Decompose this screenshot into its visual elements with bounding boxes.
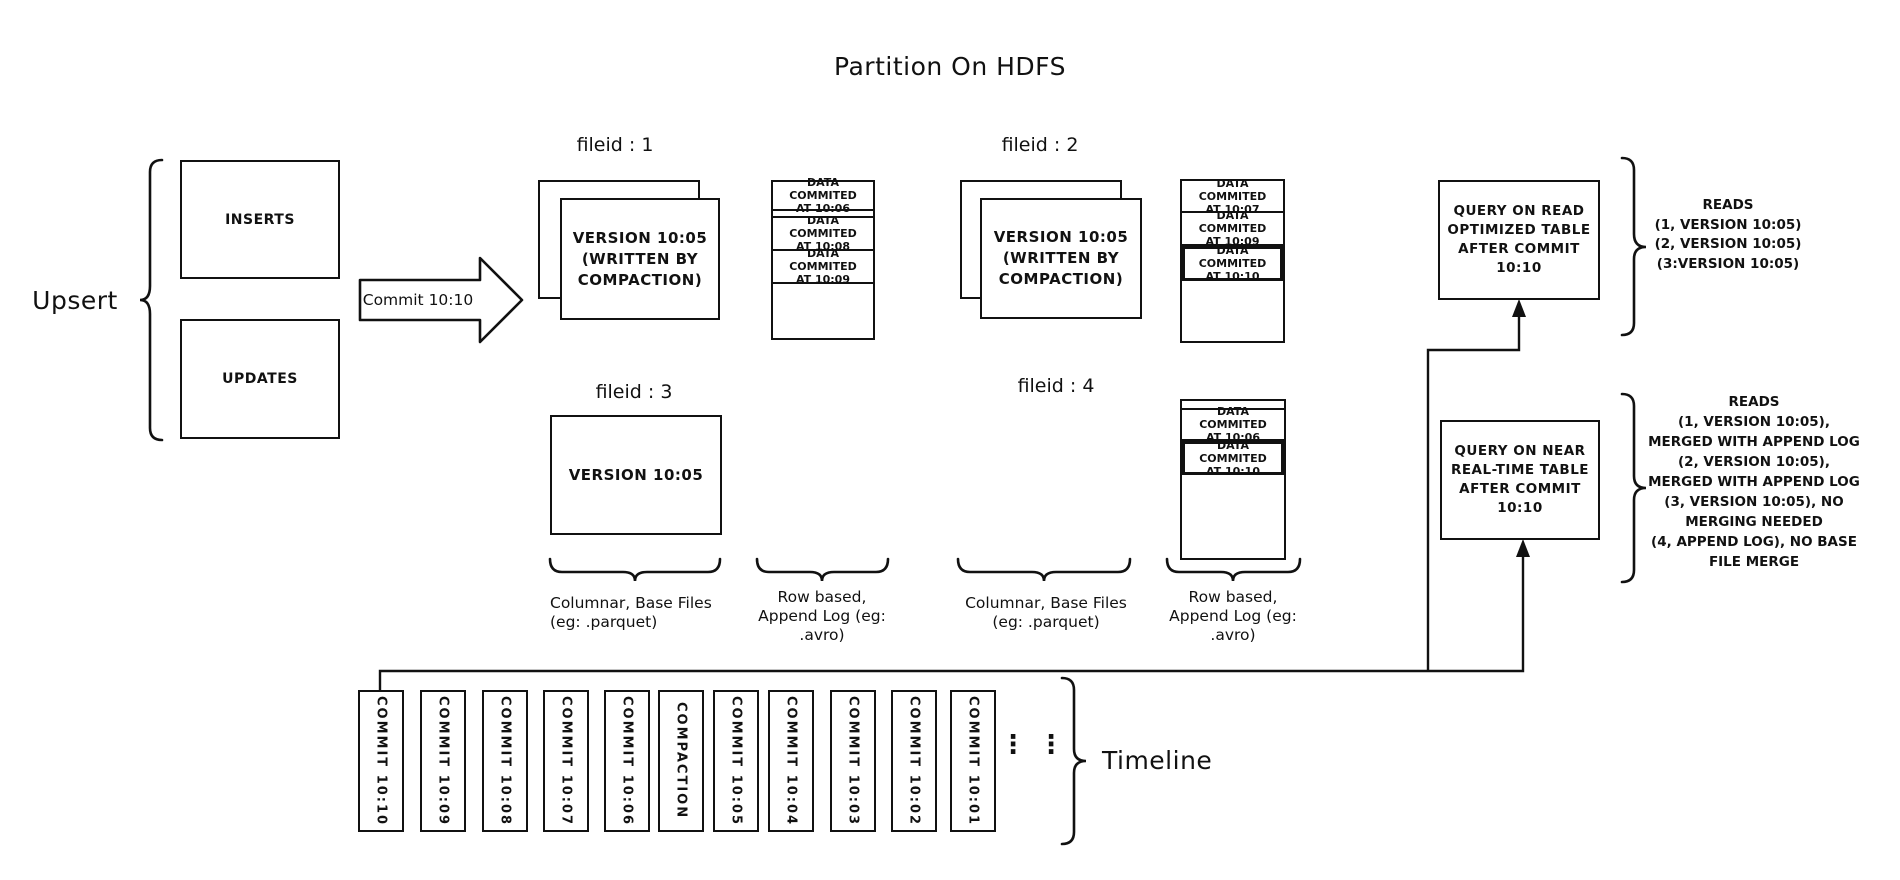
underbrace-columnar-2 [956, 557, 1132, 582]
arrowhead-to-read-optimized [1512, 299, 1526, 317]
fileid-1-base-file-label: VERSION 10:05 (WRITTEN BY COMPACTION) [572, 228, 708, 289]
columnar-base-files-label-2: Columnar, Base Files (eg: .parquet) [965, 594, 1127, 631]
reads-brace-read-optimized [1620, 156, 1647, 337]
query-connector-branch [1426, 304, 1521, 671]
upsert-brace [139, 158, 164, 442]
query-near-real-time-label: QUERY ON NEAR REAL-TIME TABLE AFTER COMM… [1450, 443, 1590, 516]
timeline-commit-box: COMMIT 10:05 [713, 690, 759, 832]
upsert-label: Upsert [32, 286, 118, 315]
timeline-commit-box: COMMIT 10:01 [950, 690, 996, 832]
fileid-4-label: fileid : 4 [1017, 375, 1095, 397]
timeline-ellipsis: ⋮ [1000, 730, 1026, 760]
fileid-1-label: fileid : 1 [576, 134, 654, 156]
timeline-commit-label: COMMIT 10:05 [728, 695, 744, 827]
log-cell: DATA COMMITED AT 10:09 [1182, 209, 1283, 248]
timeline-commit-box: COMMIT 10:08 [482, 690, 528, 832]
timeline-commit-label: COMMIT 10:06 [619, 695, 635, 827]
fileid-3-base-file-label: VERSION 10:05 [568, 465, 704, 484]
log-cell-latest: DATA COMMITED AT 10:10 [1182, 244, 1283, 283]
log-cell: DATA COMMITED AT 10:08 [773, 214, 873, 253]
timeline-commit-box: COMMIT 10:07 [543, 690, 589, 832]
reads-read-optimized-text: READS (1, VERSION 10:05) (2, VERSION 10:… [1654, 197, 1802, 272]
underbrace-row-1 [755, 557, 890, 582]
timeline-commit-label: COMMIT 10:02 [906, 695, 922, 827]
fileid-3-base-file: VERSION 10:05 [550, 415, 722, 535]
log-cell: DATA COMMITED AT 10:06 [1182, 405, 1284, 444]
fileid-4-append-log: DATA COMMITED AT 10:06 DATA COMMITED AT … [1180, 399, 1286, 560]
query-read-optimized-box: QUERY ON READ OPTIMIZED TABLE AFTER COMM… [1438, 180, 1600, 300]
query-read-optimized-label: QUERY ON READ OPTIMIZED TABLE AFTER COMM… [1447, 203, 1591, 276]
timeline-commit-box: COMMIT 10:10 [358, 690, 404, 832]
columnar-base-files-label-1: Columnar, Base Files (eg: .parquet) [550, 594, 712, 631]
log-cell: DATA COMMITED AT 10:07 [1182, 177, 1283, 216]
fileid-1-append-log: DATA COMMITED AT 10:06 DATA COMMITED AT … [771, 176, 875, 340]
arrowhead-to-near-real-time [1516, 539, 1530, 557]
timeline-commit-label: COMMIT 10:08 [497, 695, 513, 827]
fileid-3-label: fileid : 3 [595, 381, 673, 403]
timeline-commit-box: COMMIT 10:04 [768, 690, 814, 832]
timeline-commit-box: COMMIT 10:03 [830, 690, 876, 832]
reads-near-real-time-text: READS (1, VERSION 10:05), MERGED WITH AP… [1648, 394, 1860, 570]
fileid-2-base-file-label: VERSION 10:05 (WRITTEN BY COMPACTION) [993, 228, 1129, 288]
timeline-commit-box: COMMIT 10:06 [604, 690, 650, 832]
query-near-real-time-box: QUERY ON NEAR REAL-TIME TABLE AFTER COMM… [1440, 420, 1600, 540]
inserts-box-label: INSERTS [225, 211, 295, 228]
log-cell-latest: DATA COMMITED AT 10:10 [1182, 439, 1284, 478]
commit-arrow-label: Commit 10:10 [362, 290, 474, 309]
log-cell: DATA COMMITED AT 10:06 [773, 176, 873, 215]
timeline-connector-line [378, 544, 1525, 691]
fileid-2-append-log: DATA COMMITED AT 10:07 DATA COMMITED AT … [1180, 177, 1285, 343]
timeline-compaction-box: COMPACTION [658, 690, 704, 832]
row-append-log-label-1: Row based, Append Log (eg: .avro) [758, 588, 886, 644]
log-gap [773, 211, 873, 218]
updates-box-label: UPDATES [222, 371, 298, 387]
timeline-commit-label: COMMIT 10:10 [373, 695, 389, 827]
timeline-commit-box: COMMIT 10:02 [891, 690, 937, 832]
reads-brace-near-real-time [1620, 392, 1647, 584]
updates-box: UPDATES [180, 319, 340, 439]
timeline-ellipsis: ⋮ [1038, 730, 1064, 760]
timeline-commit-label: COMMIT 10:03 [845, 695, 861, 827]
fileid-2-label: fileid : 2 [1001, 134, 1079, 156]
timeline-label: Timeline [1102, 746, 1213, 775]
fileid-2-base-file: VERSION 10:05 (WRITTEN BY COMPACTION) [980, 198, 1142, 319]
log-cell: DATA COMMITED AT 10:09 [773, 247, 873, 286]
timeline-brace [1060, 676, 1087, 846]
underbrace-row-2 [1165, 557, 1302, 582]
commit-arrow-shape [358, 256, 524, 344]
timeline-commit-label: COMMIT 10:01 [965, 695, 981, 827]
timeline-commit-label: COMMIT 10:07 [558, 695, 574, 827]
timeline-compaction-label: COMPACTION [673, 702, 689, 820]
row-append-log-label-2: Row based, Append Log (eg: .avro) [1169, 588, 1297, 644]
fileid-1-base-file: VERSION 10:05 (WRITTEN BY COMPACTION) [560, 198, 720, 320]
timeline-commit-label: COMMIT 10:09 [435, 695, 451, 827]
log-gap [1182, 401, 1284, 410]
inserts-box: INSERTS [180, 160, 340, 279]
timeline-commit-box: COMMIT 10:09 [420, 690, 466, 832]
page-title: Partition On HDFS [834, 52, 1066, 81]
timeline-commit-label: COMMIT 10:04 [783, 695, 799, 827]
underbrace-columnar-1 [548, 557, 722, 582]
